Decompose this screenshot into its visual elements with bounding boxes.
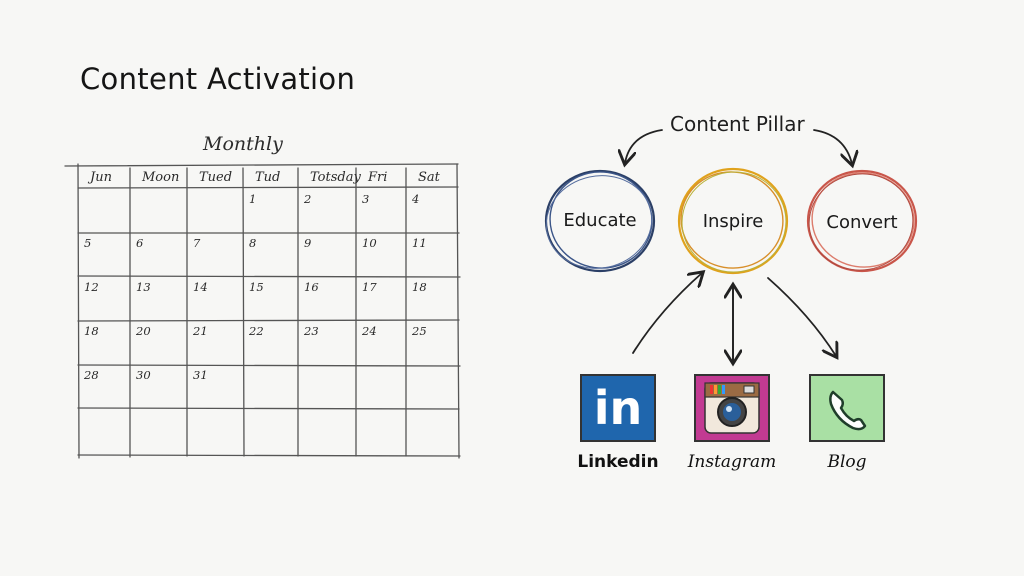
content-pillar-title: Content Pillar: [670, 112, 805, 136]
page-title: Content Activation: [80, 62, 356, 96]
diagram-arrows: [544, 129, 918, 490]
weekday-header: Totsday: [310, 170, 361, 185]
calendar-day[interactable]: 17: [362, 280, 377, 294]
linkedin-logo-text: in: [593, 381, 643, 435]
weekday-header: Sat: [418, 170, 440, 185]
calendar-day[interactable]: 16: [304, 280, 319, 294]
calendar-day[interactable]: 20: [136, 324, 151, 338]
pillar-label-inspire: Inspire: [702, 211, 764, 232]
weekday-header: Fri: [368, 170, 388, 185]
weekday-header: Moon: [142, 170, 180, 185]
calendar-day[interactable]: 10: [362, 236, 377, 250]
weekday-header: Tued: [199, 170, 233, 185]
camera-icon: [704, 382, 760, 434]
arrow-linkedin-to-inspire: [632, 273, 702, 354]
calendar-day[interactable]: 14: [193, 280, 208, 294]
instagram-icon[interactable]: [694, 374, 770, 442]
calendar-day[interactable]: 6: [136, 236, 144, 250]
linkedin-icon[interactable]: in: [580, 374, 656, 442]
calendar-day[interactable]: 31: [193, 368, 208, 382]
content-pillar-diagram: Content Pillar Educate Inspire Convert i…: [530, 100, 950, 490]
channel-label-linkedin: Linkedin: [577, 452, 659, 472]
calendar-day[interactable]: 11: [412, 236, 427, 250]
calendar-day[interactable]: 25: [412, 324, 427, 338]
calendar-day[interactable]: 3: [362, 192, 370, 206]
calendar-day[interactable]: 18: [412, 280, 427, 294]
calendar-day[interactable]: 8: [249, 236, 257, 250]
phone-icon: [829, 390, 867, 431]
calendar-day[interactable]: 4: [412, 192, 420, 206]
convert-circle: [806, 169, 918, 273]
calendar-day[interactable]: 21: [193, 324, 208, 338]
calendar-grid: [64, 163, 461, 459]
arrow-to-educate: [625, 129, 663, 163]
calendar-day[interactable]: 9: [304, 236, 312, 250]
calendar-day[interactable]: 7: [193, 236, 201, 250]
weekday-header: Jun: [90, 170, 112, 185]
calendar-day[interactable]: 23: [304, 324, 319, 338]
calendar-label: Monthly: [203, 133, 283, 155]
blog-icon[interactable]: [809, 374, 885, 442]
calendar-day[interactable]: 24: [362, 324, 377, 338]
educate-circle: [544, 169, 656, 273]
inspire-circle: [677, 167, 789, 275]
weekday-header: Tud: [255, 170, 281, 185]
pillar-label-convert: Convert: [826, 212, 898, 233]
calendar-day[interactable]: 1: [249, 192, 257, 206]
calendar-day[interactable]: 15: [249, 280, 264, 294]
calendar-day[interactable]: 5: [84, 236, 92, 250]
calendar-day[interactable]: 22: [249, 324, 264, 338]
pillar-label-educate: Educate: [563, 210, 637, 231]
calendar-day[interactable]: 28: [84, 368, 99, 382]
calendar-day[interactable]: 18: [84, 324, 99, 338]
channel-label-instagram: Instagram: [687, 452, 777, 472]
calendar-day[interactable]: 2: [304, 192, 312, 206]
calendar-day[interactable]: 30: [136, 368, 151, 382]
calendar-day[interactable]: 13: [136, 280, 151, 294]
channel-label-blog: Blog: [827, 452, 867, 472]
calendar-day[interactable]: 12: [84, 280, 99, 294]
arrow-to-convert: [813, 129, 852, 164]
arrow-inspire-to-blog: [767, 277, 836, 356]
